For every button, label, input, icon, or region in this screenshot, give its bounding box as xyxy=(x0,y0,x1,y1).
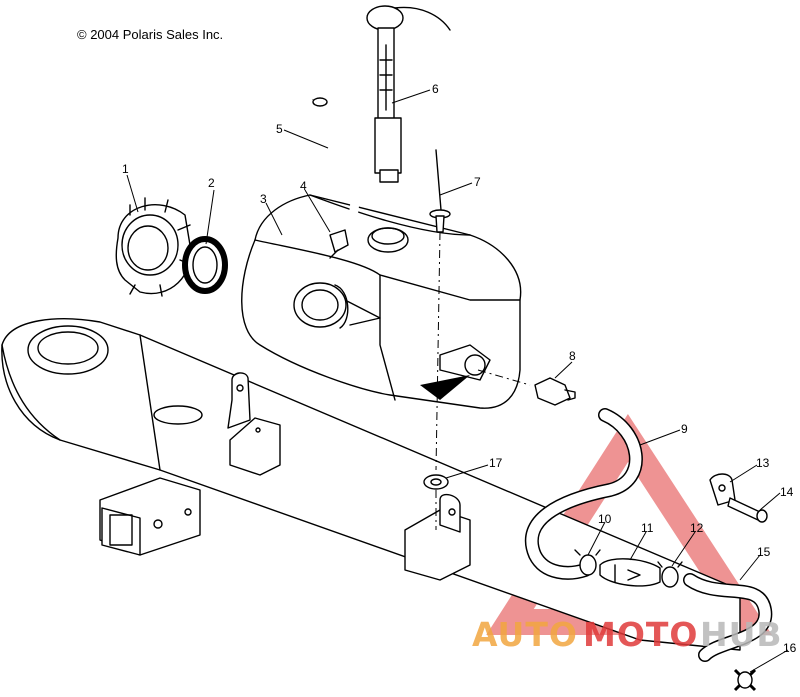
watermark-moto: MOTO xyxy=(583,615,698,654)
callout-4: 4 xyxy=(300,179,307,193)
oil-tank xyxy=(241,194,522,409)
callout-14: 14 xyxy=(780,485,794,499)
callout-8: 8 xyxy=(569,349,576,363)
bolt-14 xyxy=(727,497,768,523)
cap-gasket xyxy=(182,236,228,294)
washer-17 xyxy=(423,474,449,490)
callout-3: 3 xyxy=(260,192,267,206)
callout-5: 5 xyxy=(276,122,283,136)
hose-clamp-16 xyxy=(733,668,757,692)
callout-16: 16 xyxy=(783,641,797,655)
copyright-text: © 2004 Polaris Sales Inc. xyxy=(77,27,224,42)
callout-12: 12 xyxy=(690,521,704,535)
callout-6: 6 xyxy=(432,82,439,96)
dipstick xyxy=(366,5,451,183)
callout-2: 2 xyxy=(208,176,215,190)
callout-10: 10 xyxy=(598,512,612,526)
watermark-text: AUTO MOTO HUB xyxy=(472,615,783,654)
oil-hose-9 xyxy=(524,408,643,580)
callout-9: 9 xyxy=(681,422,688,436)
vent-hose xyxy=(308,97,360,259)
inline-filter-11 xyxy=(599,558,661,587)
hose-clamp-12 xyxy=(657,561,683,588)
hose-fitting-8 xyxy=(534,377,576,406)
oil-hose-15 xyxy=(683,573,773,662)
leader-lines xyxy=(126,89,789,673)
callout-7: 7 xyxy=(474,175,481,189)
watermark-hub: HUB xyxy=(700,615,783,654)
callout-15: 15 xyxy=(757,545,771,559)
clip-13 xyxy=(709,473,736,506)
callout-11: 11 xyxy=(641,521,654,535)
callout-1: 1 xyxy=(122,162,129,176)
callout-labels: 1 2 3 4 5 6 7 8 9 10 11 12 13 14 15 16 1… xyxy=(122,82,797,655)
callout-17: 17 xyxy=(489,456,503,470)
watermark-auto: AUTO xyxy=(472,615,578,654)
tank-cap xyxy=(115,197,193,297)
callout-13: 13 xyxy=(756,456,770,470)
drain-plug-7 xyxy=(429,149,451,233)
